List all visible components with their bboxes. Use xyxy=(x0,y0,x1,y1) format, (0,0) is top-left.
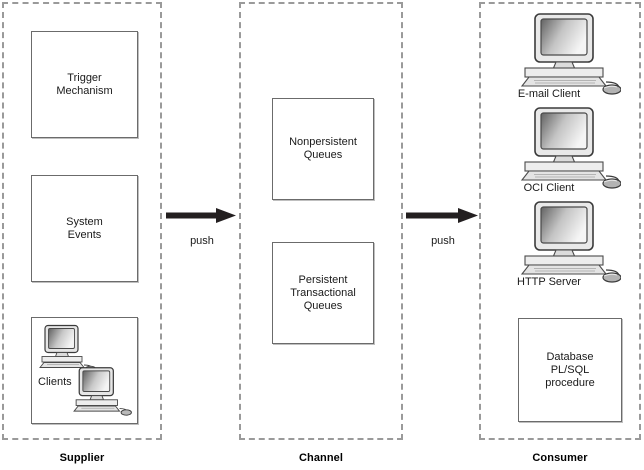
oci-client-computer-icon xyxy=(520,107,621,189)
panel-supplier xyxy=(2,2,162,440)
oci-client-label: OCI Client xyxy=(523,182,575,194)
box-label-persistent-transactional-queues: Persistent Transactional Queues xyxy=(290,273,356,312)
panel-label-supplier: Supplier xyxy=(59,452,105,464)
box-database-plsql-procedure: Database PL/SQL procedure xyxy=(518,318,622,422)
box-persistent-transactional-queues: Persistent Transactional Queues xyxy=(272,242,374,344)
arrow-label-push-2: push xyxy=(431,235,455,247)
arrow-supplier-to-channel xyxy=(166,208,236,223)
box-nonpersistent-queues: Nonpersistent Queues xyxy=(272,98,374,200)
box-label-database-plsql-procedure: Database PL/SQL procedure xyxy=(545,350,595,389)
box-label-trigger-mechanism: Trigger Mechanism xyxy=(56,71,113,97)
box-label-clients: Clients xyxy=(38,376,72,388)
arrow-channel-to-consumer xyxy=(406,208,478,223)
box-label-nonpersistent-queues: Nonpersistent Queues xyxy=(289,136,357,161)
box-label-system-events: System Events xyxy=(66,215,103,241)
http-server-computer-icon xyxy=(520,201,621,283)
panel-label-consumer: Consumer xyxy=(532,452,588,464)
panel-consumer xyxy=(479,2,641,440)
email-client-computer-icon xyxy=(520,13,621,95)
panel-channel xyxy=(239,2,403,440)
box-system-events: System Events xyxy=(31,175,138,282)
email-client-label: E-mail Client xyxy=(517,88,581,100)
box-trigger-mechanism: Trigger Mechanism xyxy=(31,31,138,138)
panel-label-channel: Channel xyxy=(298,452,344,464)
client-computer-icon-2 xyxy=(73,367,132,416)
http-server-label: HTTP Server xyxy=(517,276,581,288)
client-computer-icon-1 xyxy=(39,324,96,372)
arrow-label-push-1: push xyxy=(190,235,214,247)
